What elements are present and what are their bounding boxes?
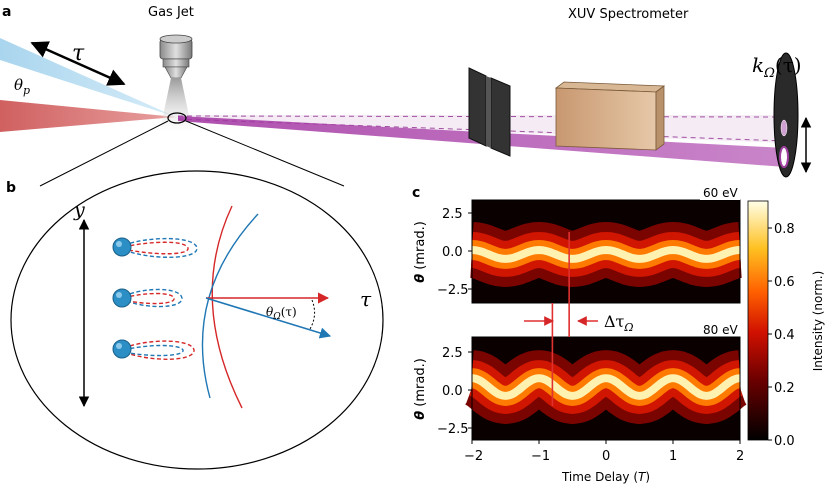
cbar-tick-0: 0.0	[774, 434, 795, 449]
gas-jet-label: Gas Jet	[148, 5, 194, 20]
colorbar: 0.0 0.2 0.4 0.6 0.8	[747, 200, 795, 449]
band-core-80	[471, 374, 741, 400]
ytick-top-0: 2.5	[442, 207, 463, 222]
spectrometer-grating	[554, 81, 666, 151]
k-omega-label: kΩ(τ)	[752, 53, 802, 81]
cbar-tick-2: 0.4	[774, 328, 795, 343]
band-core-60	[471, 245, 741, 263]
ytick-bot-1: 0.0	[442, 384, 463, 399]
ylabel-top: θ (mrad.)	[413, 221, 428, 283]
detector	[773, 52, 799, 178]
spectrometer-slit	[468, 67, 511, 157]
ytick-bot-2: −2.5	[437, 422, 469, 437]
ytick-bot-0: 2.5	[442, 346, 463, 361]
heatmap-60ev	[470, 199, 742, 304]
heatmap-80ev	[465, 336, 747, 441]
zoom-ellipse	[10, 170, 384, 470]
y-axis-bottom: 2.5 0.0 −2.5	[437, 346, 472, 437]
ytick-top-2: −2.5	[437, 283, 469, 298]
energy-60-label: 60 eV	[703, 186, 738, 200]
energy-80-label: 80 eV	[703, 323, 738, 337]
atom-1	[112, 237, 198, 258]
cbar-tick-1: 0.2	[774, 381, 795, 396]
theta-omega-label: θΩ(τ)	[266, 305, 297, 322]
red-wavefront	[211, 205, 243, 409]
tau-label-a: τ	[72, 41, 85, 66]
colorbar-label: Intensity (norm.)	[811, 271, 825, 372]
xtick-4: 2	[736, 449, 744, 464]
y-axis-top: 2.5 0.0 −2.5	[437, 207, 472, 298]
cbar-tick-4: 0.8	[774, 222, 795, 237]
ytick-top-1: 0.0	[442, 245, 463, 260]
atom-3	[112, 339, 195, 360]
panel-a-label: a	[2, 4, 11, 20]
red-beam	[0, 100, 176, 132]
atom-2	[112, 288, 183, 308]
delta-tau-label: ΔτΩ	[604, 312, 634, 334]
xtick-0: −2	[464, 449, 483, 464]
interaction-zone	[167, 112, 187, 124]
x-axis: −2 −1 0 1 2	[464, 440, 744, 464]
tau-label-b: τ	[360, 287, 372, 311]
theta-p-label: θp	[14, 76, 30, 97]
tau-arrow	[30, 41, 126, 86]
ylabel-bottom: θ (mrad.)	[413, 358, 428, 420]
blue-k-vector	[205, 297, 332, 339]
spectrometer-label: XUV Spectrometer	[568, 7, 689, 22]
xtick-1: −1	[531, 449, 550, 464]
xtick-3: 1	[669, 449, 677, 464]
y-label: y	[73, 199, 85, 221]
cbar-tick-3: 0.6	[774, 275, 795, 290]
panel-b-label: b	[6, 180, 16, 196]
xlabel: Time Delay (T)	[561, 470, 650, 484]
xtick-2: 0	[602, 449, 610, 464]
blue-wavefront	[201, 213, 259, 399]
panel-c-label: c	[412, 185, 420, 201]
